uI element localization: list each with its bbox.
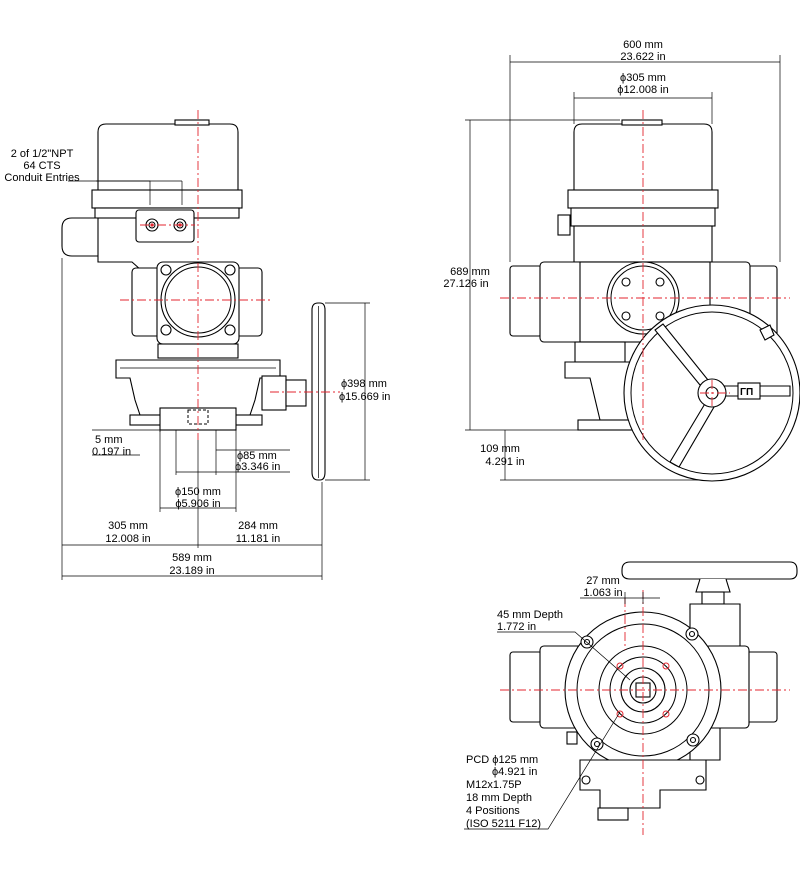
- bottom-view-dimensions: [464, 592, 660, 830]
- pcd-note-3: M12x1.75P: [466, 779, 522, 791]
- flange-offset-mm: 5 mm: [95, 434, 123, 446]
- depth-mm: 45 mm Depth: [497, 609, 563, 621]
- total-width-in: 23.189 in: [169, 565, 214, 577]
- conduit-note-1: 2 of 1/2"NPT: [11, 148, 74, 160]
- conduit-note-3: Conduit Entries: [4, 172, 80, 184]
- overall-width-mm: 600 mm: [623, 39, 663, 51]
- right-width-mm: 284 mm: [238, 520, 278, 532]
- conduit-entries: [135, 209, 195, 243]
- motor-cover-front: [573, 123, 713, 196]
- bottom-view: [500, 561, 798, 835]
- flange-offset-in: 0.197 in: [92, 446, 131, 458]
- offset-mm: 27 mm: [586, 575, 620, 587]
- cover-dia-in: ϕ12.008 in: [617, 84, 668, 96]
- pcd-note-2: ϕ4.921 in: [492, 766, 537, 778]
- right-width-in: 11.181 in: [236, 533, 280, 545]
- handwheel-marking: ΓΠ: [740, 387, 753, 398]
- side-view-dimensions: [61, 180, 370, 580]
- flange-dia-mm: ϕ150 mm: [175, 486, 221, 498]
- pcd-note-6: (ISO 5211 F12): [466, 818, 541, 830]
- overall-width-in: 23.622 in: [620, 51, 665, 63]
- handwheel-dia-in: ϕ15.669 in: [339, 391, 390, 403]
- front-view: ΓΠ: [500, 110, 800, 482]
- front-view-dimensions: [465, 55, 781, 481]
- handwheel-top: [621, 561, 798, 580]
- motor-cover: [97, 123, 239, 196]
- conduit-note-2: 64 CTS: [23, 160, 60, 172]
- handwheel-dia-mm: ϕ398 mm: [341, 378, 387, 390]
- offset-in: 1.063 in: [583, 587, 622, 599]
- base-height-in: 4.291 in: [485, 456, 524, 468]
- side-view: [61, 110, 340, 481]
- pcd-note-5: 4 Positions: [466, 805, 520, 817]
- depth-in: 1.772 in: [497, 621, 536, 633]
- spigot-dia-in: ϕ3.346 in: [235, 461, 280, 473]
- pcd-note-4: 18 mm Depth: [466, 792, 532, 804]
- base-height-mm: 109 mm: [480, 443, 520, 455]
- left-width-mm: 305 mm: [108, 520, 148, 532]
- left-port: [509, 265, 543, 337]
- left-width-in: 12.008 in: [105, 533, 150, 545]
- spigot-dia-mm: ϕ85 mm: [237, 450, 277, 462]
- total-width-mm: 589 mm: [172, 552, 212, 564]
- pcd-note-1: PCD ϕ125 mm: [466, 754, 538, 766]
- cover-dia-mm: ϕ305 mm: [620, 72, 666, 84]
- height-in: 27.126 in: [443, 278, 488, 290]
- flange-dia-in: ϕ5.906 in: [175, 498, 220, 510]
- height-mm: 689 mm: [450, 266, 490, 278]
